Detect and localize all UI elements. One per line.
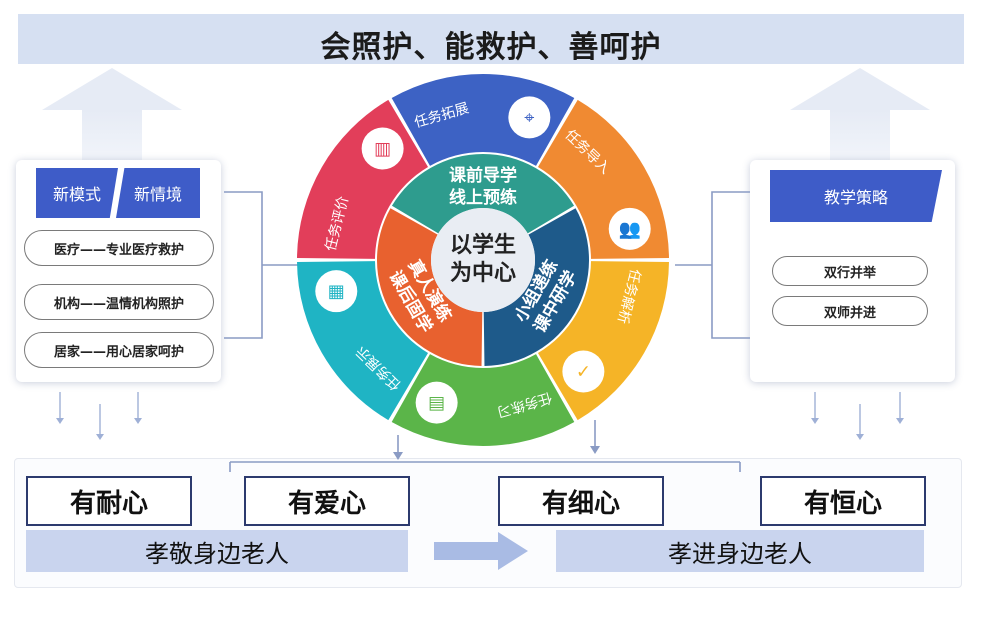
quality-love: 有爱心 — [244, 476, 410, 526]
diagram-title: 会照护、能救护、善呵护 — [320, 30, 662, 65]
clipboard-icon: ▤ — [415, 381, 458, 424]
mode-item-medical: 医疗——专业医疗救护 — [24, 230, 214, 266]
tab-new-mode: 新模式 — [36, 168, 118, 218]
center-label-line-1: 以学生 — [450, 232, 516, 258]
strategy-item-dual-teacher: 双师并进 — [772, 296, 928, 326]
inner-segment-2 — [483, 208, 589, 366]
right-arrow — [434, 530, 530, 572]
document-check-icon: ✓ — [562, 350, 605, 393]
svg-text:⌖: ⌖ — [524, 107, 534, 128]
band-right-filial: 孝进身边老人 — [556, 530, 924, 572]
users-icon: 👥 — [608, 207, 651, 250]
mode-item-home: 居家——用心居家呵护 — [24, 332, 214, 368]
inner-segment-3 — [377, 208, 483, 366]
right-up-arrow — [790, 68, 930, 180]
location-pin-icon: ⌖ — [508, 96, 551, 139]
svg-text:▥: ▥ — [374, 139, 391, 160]
quality-persistence: 有恒心 — [760, 476, 926, 526]
mode-item-institution: 机构——温情机构照护 — [24, 284, 214, 320]
tab-new-context: 新情境 — [116, 168, 200, 218]
band-left-filial: 孝敬身边老人 — [26, 530, 408, 572]
building-icon: ▥ — [361, 127, 404, 170]
center-circle — [431, 208, 535, 312]
left-panel: 新模式 新情境 医疗——专业医疗救护 机构——温情机构照护 居家——用心居家呵护 — [16, 160, 221, 382]
inner-label-1-2: 线上预练 — [449, 187, 517, 208]
svg-text:👥: 👥 — [619, 219, 641, 240]
strategy-item-dual-track: 双行并举 — [772, 256, 928, 286]
svg-text:✓: ✓ — [576, 361, 591, 382]
quality-care: 有细心 — [498, 476, 664, 526]
svg-text:▤: ▤ — [428, 393, 445, 414]
inner-segment-1 — [391, 153, 575, 234]
strategy-heading: 教学策略 — [770, 170, 942, 222]
app-grid-icon: ▦ — [315, 270, 358, 313]
quality-patience: 有耐心 — [26, 476, 192, 526]
center-label-line-2: 为中心 — [450, 261, 516, 286]
svg-text:▦: ▦ — [328, 281, 345, 302]
right-panel: 教学策略 双行并举 双师并进 — [750, 160, 955, 382]
inner-label-1-1: 课前导学 — [449, 165, 517, 186]
title-banner: 会照护、能救护、善呵护 — [18, 14, 964, 65]
